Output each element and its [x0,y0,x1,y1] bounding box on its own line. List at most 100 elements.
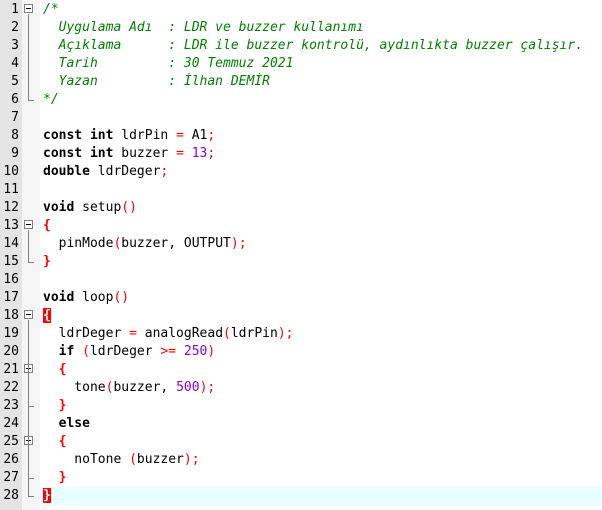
line-number: 11 [3,182,19,197]
code-token: 13 [191,146,208,161]
fold-region-end [28,262,34,263]
code-line[interactable]: 19 ldrDeger = analogRead(ldrPin); [0,325,602,343]
code-line[interactable]: 15} [0,253,602,271]
fold-region-end [28,406,34,407]
code-line[interactable]: 28} [0,487,602,505]
code-token: Açıklama : LDR ile buzzer kontrolü, aydı… [43,38,584,53]
code-token: ) [207,344,216,359]
code-line[interactable]: 26 noTone (buzzer); [0,451,602,469]
code-token: setup [74,200,122,215]
fold-minus-icon[interactable] [24,310,33,319]
code-token: analogRead [136,326,224,341]
code-text: } [40,487,602,505]
line-number: 26 [3,452,19,467]
code-text: pinMode(buzzer, OUTPUT); [40,235,602,253]
fold-region-end [28,100,34,101]
line-number-gutter [0,0,22,510]
code-text: const int buzzer = 13; [40,145,602,163]
code-line[interactable]: 7 [0,109,602,127]
code-text: Uygulama Adı : LDR ve buzzer kullanımı [40,19,602,37]
code-line[interactable]: 18{ [0,307,602,325]
line-number: 19 [3,326,19,341]
code-token: ldrDeger [89,344,161,359]
code-text [40,109,602,127]
code-token: ldrDeger [89,164,161,179]
code-token: = [176,146,184,161]
code-token: buzzer [136,452,184,467]
code-line[interactable]: 24 else [0,415,602,433]
code-text: if (ldrDeger >= 250) [40,343,602,361]
code-text: const int ldrPin = A1; [40,127,602,145]
code-line[interactable]: 21 { [0,361,602,379]
code-token: { [43,218,51,233]
code-token: ) [277,326,286,341]
code-text: } [40,397,602,415]
code-token [43,434,59,449]
code-token: ( [129,452,137,467]
code-token: ) [230,236,239,251]
code-token: ldrDeger [43,326,130,341]
code-token: } [58,470,67,485]
code-token: void [43,290,75,305]
code-line[interactable]: 20 if (ldrDeger >= 250) [0,343,602,361]
code-token [43,470,59,485]
code-token: 500 [176,380,200,395]
code-token: ; [207,146,216,161]
code-line[interactable]: 4 Tarih : 30 Temmuz 2021 [0,55,602,73]
code-token: { [58,434,67,449]
code-text: ldrDeger = analogRead(ldrPin); [40,325,602,343]
code-token: () [113,290,130,305]
code-token: ( [113,236,122,251]
code-line[interactable]: 6 */ [0,91,602,109]
code-text: else [40,415,602,433]
code-line[interactable]: 22 tone(buzzer, 500); [0,379,602,397]
code-token: >= [160,344,177,359]
code-line[interactable]: 14 pinMode(buzzer, OUTPUT); [0,235,602,253]
code-text: */ [40,91,602,109]
code-text: /* [40,1,602,19]
line-number: 13 [3,218,19,233]
code-token: const int [43,128,114,143]
fold-minus-icon[interactable] [24,220,33,229]
code-token: Uygulama Adı : LDR ve buzzer kullanımı [43,20,364,35]
code-token: ( [82,344,90,359]
code-line[interactable]: 23 } [0,397,602,415]
line-number: 14 [3,236,19,251]
fold-minus-icon[interactable] [24,4,33,13]
code-token: loop [74,290,114,305]
code-token: pinMode [43,236,114,251]
code-token: { [43,308,51,323]
code-line[interactable]: 16 [0,271,602,289]
code-token: buzzer [113,146,177,161]
code-line[interactable]: 1/* [0,1,602,19]
code-token: ( [105,380,114,395]
code-line[interactable]: 2 Uygulama Adı : LDR ve buzzer kullanımı [0,19,602,37]
code-text: } [40,469,602,487]
fold-region-line [28,446,29,478]
code-token: if [58,344,75,359]
code-token [74,344,82,359]
code-token: } [58,398,67,413]
code-line[interactable]: 5 Yazan : İlhan DEMİR [0,73,602,91]
code-line[interactable]: 3 Açıklama : LDR ile buzzer kontrolü, ay… [0,37,602,55]
code-line[interactable]: 27 } [0,469,602,487]
code-text [40,271,602,289]
fold-region-line [28,14,29,100]
code-token: void [43,200,75,215]
code-line[interactable]: 13 { [0,217,602,235]
line-number: 6 [11,92,19,107]
code-text: Tarih : 30 Temmuz 2021 [40,55,602,73]
line-number: 7 [11,110,19,125]
line-number: 4 [11,56,19,71]
code-token: /* [43,2,59,17]
code-line[interactable]: 11 [0,181,602,199]
code-token: ( [223,326,231,341]
code-line[interactable]: 25 { [0,433,602,451]
code-token: } [43,254,51,269]
